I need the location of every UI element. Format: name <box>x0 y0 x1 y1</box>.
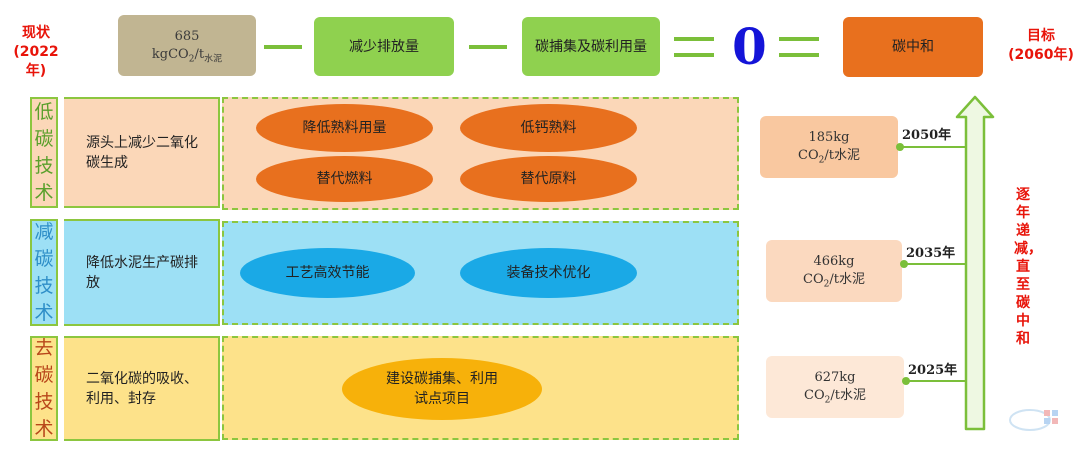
equals-sign-1-top <box>674 37 714 41</box>
target-year: (2060年) <box>1008 47 1074 63</box>
target-title: 目标 <box>1027 28 1055 44</box>
row-label-carbon-reduction: 减碳技术 <box>30 219 58 326</box>
reduce-emission-box: 减少排放量 <box>314 17 454 76</box>
item-equipment-optimization: 装备技术优化 <box>460 248 637 298</box>
current-status-label: 现状 (2022年) <box>4 24 68 81</box>
timeline-2050-year: 2050年 <box>902 128 952 143</box>
connector-dash-1 <box>264 45 302 49</box>
timeline-2025-box: 627kg CO2/t水泥 <box>766 356 904 418</box>
item-alternative-raw-material: 替代原料 <box>460 156 637 202</box>
equals-sign-2-bottom <box>779 53 819 57</box>
timeline-2025-unit: CO2/t水泥 <box>804 388 866 406</box>
capture-utilization-box: 碳捕集及碳利用量 <box>522 17 660 76</box>
connector-dash-2 <box>469 45 507 49</box>
upward-arrow <box>955 95 995 431</box>
carbon-neutral-box: 碳中和 <box>843 17 983 77</box>
row-desc-carbon-removal: 二氧化碳的吸收、利用、封存 <box>64 336 220 441</box>
current-status-year: (2022年) <box>13 44 59 79</box>
equals-sign-1-bottom <box>674 53 714 57</box>
timeline-2035-unit: CO2/t水泥 <box>803 272 865 290</box>
timeline-2025-year: 2025年 <box>908 363 958 378</box>
current-emission-unit: kgCO2/t水泥 <box>151 46 223 65</box>
row-label-low-carbon: 低碳技术 <box>30 97 58 208</box>
timeline-2050-box: 185kg CO2/t水泥 <box>760 116 898 178</box>
timeline-2035-year: 2035年 <box>906 246 956 261</box>
row-desc-carbon-reduction: 降低水泥生产碳排放 <box>64 219 220 326</box>
timeline-2050-unit: CO2/t水泥 <box>798 148 860 166</box>
current-status-title: 现状 <box>22 25 50 41</box>
item-reduce-clinker: 降低熟料用量 <box>256 104 433 152</box>
timeline-2025-dot <box>902 377 910 385</box>
timeline-2025-value: 627kg <box>814 370 856 385</box>
timeline-2050-dot <box>896 143 904 151</box>
target-label: 目标 (2060年) <box>1006 27 1076 65</box>
timeline-2025-line <box>908 380 966 382</box>
item-process-efficiency: 工艺高效节能 <box>240 248 415 298</box>
row-label-carbon-removal: 去碳技术 <box>30 336 58 441</box>
timeline-2035-line <box>906 263 966 265</box>
zero-value: 0 <box>732 17 767 76</box>
timeline-2035-box: 466kg CO2/t水泥 <box>766 240 902 302</box>
timeline-2050-line <box>902 146 966 148</box>
row-desc-low-carbon: 源头上减少二氧化碳生成 <box>64 97 220 208</box>
item-low-calcium-clinker: 低钙熟料 <box>460 104 637 152</box>
watermark-logo-icon <box>1009 409 1058 431</box>
timeline-2035-value: 466kg <box>813 254 855 269</box>
equals-sign-2-top <box>779 37 819 41</box>
timeline-2035-dot <box>900 260 908 268</box>
timeline-2050-value: 185kg <box>808 130 850 145</box>
current-emission-box: 685 kgCO2/t水泥 <box>118 15 256 76</box>
current-emission-value: 685 <box>174 28 200 44</box>
item-alternative-fuel: 替代燃料 <box>256 156 433 202</box>
decreasing-annotation: 逐年递减，直至碳中和 <box>1014 187 1042 347</box>
item-ccus-pilot: 建设碳捕集、利用试点项目 <box>342 358 542 420</box>
